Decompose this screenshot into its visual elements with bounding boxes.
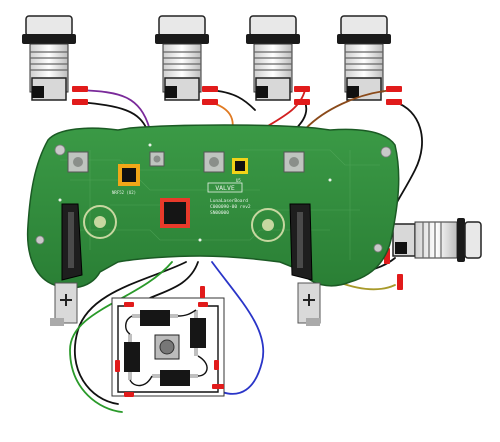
small-chip-label: U5 <box>236 178 241 183</box>
board-serial-label: SN00000 <box>210 210 229 216</box>
microswitch-left <box>124 334 140 380</box>
chip-small-right <box>232 158 248 174</box>
board-name-label: LunaLaserBoard <box>210 198 248 204</box>
chip-label: NRF52 (U2) <box>112 190 136 195</box>
joystick-pad-left <box>83 205 117 239</box>
connectors-top <box>72 86 403 290</box>
chip-small-left <box>118 164 140 186</box>
trigger-right <box>289 203 321 326</box>
board-buttons <box>67 151 305 173</box>
main-chip <box>160 198 190 228</box>
board-rev-label: C000090-00 rev2 <box>210 204 251 210</box>
trigger-left <box>50 203 83 326</box>
center-button <box>154 334 180 360</box>
arcade-button-4 <box>337 15 391 101</box>
microswitch-top <box>132 310 178 326</box>
arcade-button-2 <box>155 15 209 101</box>
brand-label: VALVE <box>215 184 235 192</box>
arcade-button-1 <box>22 15 76 101</box>
switch-panel <box>111 286 225 397</box>
microswitch-bottom <box>152 370 198 386</box>
microswitch-right <box>190 310 206 356</box>
joystick-pad-right <box>251 208 285 242</box>
arcade-button-3 <box>246 15 300 101</box>
arcade-button-side <box>392 218 482 262</box>
